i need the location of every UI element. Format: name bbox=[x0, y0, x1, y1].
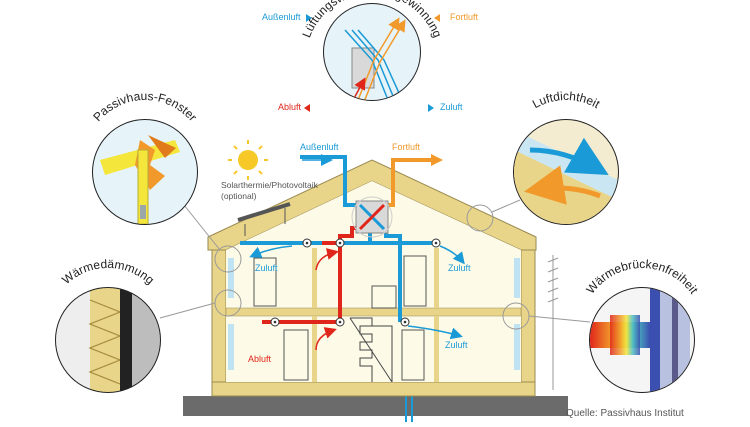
solar-label-line2: (optional) bbox=[221, 191, 257, 201]
room-airflow-arrows bbox=[249, 245, 465, 351]
solar-label-line1: Solarthermie/Photovoltaik bbox=[221, 180, 319, 190]
ground-slab bbox=[183, 396, 568, 416]
svg-text:Passivhaus-Fenster: Passivhaus-Fenster bbox=[90, 89, 199, 124]
mast bbox=[547, 255, 559, 390]
airtightness-detail bbox=[513, 119, 619, 225]
zuluft-lower-right-label: Zuluft bbox=[445, 340, 468, 350]
top-abluft-label: Abluft bbox=[278, 102, 302, 112]
duct-system bbox=[240, 155, 438, 324]
source-credit: Quelle: Passivhaus Institut bbox=[566, 408, 684, 419]
zuluft-upper-right-label: Zuluft bbox=[448, 263, 471, 273]
top-fortluft-label: Fortluft bbox=[450, 12, 479, 22]
house-shell bbox=[207, 159, 537, 397]
insulation-detail bbox=[55, 287, 161, 393]
svg-text:Wärmedämmung: Wärmedämmung bbox=[59, 257, 157, 287]
abluft-lower-left-label: Abluft bbox=[248, 354, 272, 364]
thermal-bridge-detail bbox=[589, 287, 695, 393]
heat-recovery-detail bbox=[323, 3, 421, 101]
window-detail bbox=[92, 119, 198, 225]
roof-aussenluft-label: Außenluft bbox=[300, 142, 339, 152]
callout-lines bbox=[159, 199, 591, 323]
insulation-title: Wärmedämmung bbox=[59, 257, 157, 287]
top-zuluft-label: Zuluft bbox=[440, 102, 463, 112]
top-aussenluft-label: Außenluft bbox=[262, 12, 301, 22]
svg-text:Luftdichtheit: Luftdichtheit bbox=[530, 89, 603, 111]
windows-title: Passivhaus-Fenster bbox=[90, 89, 199, 124]
zuluft-upper-left-label: Zuluft bbox=[255, 263, 278, 273]
airtightness-title: Luftdichtheit bbox=[530, 89, 603, 111]
heat-recovery-unit bbox=[351, 196, 393, 238]
roof-fortluft-label: Fortluft bbox=[392, 142, 421, 152]
sun-icon bbox=[228, 140, 268, 180]
solar-panel bbox=[237, 202, 291, 236]
